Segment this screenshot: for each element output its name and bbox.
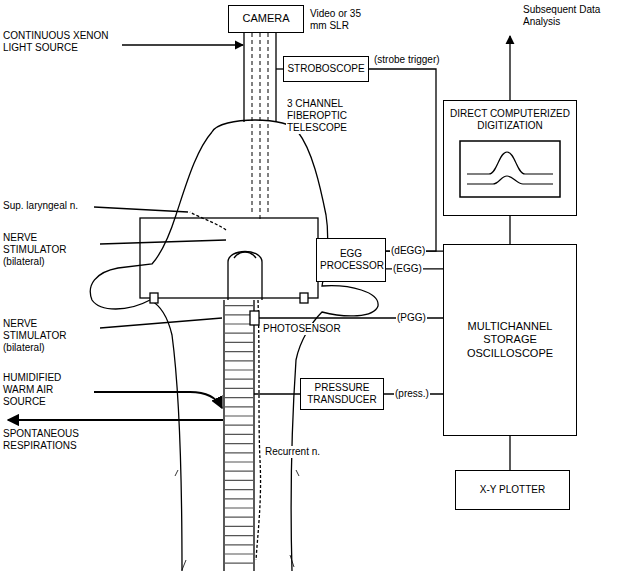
signal-line bbox=[509, 216, 510, 244]
box-label: PRESSURE TRANSDUCER bbox=[305, 382, 379, 406]
xenon-arrow bbox=[122, 44, 243, 45]
respiration-tube bbox=[8, 419, 223, 421]
trachea bbox=[224, 300, 254, 571]
head-left-outline bbox=[90, 132, 212, 571]
electrode bbox=[300, 293, 308, 303]
box-label: X-Y PLOTTER bbox=[480, 484, 545, 496]
text-label: (PGG) bbox=[396, 312, 427, 324]
text-label: HUMIDIFIED WARM AIR SOURCE bbox=[2, 372, 94, 408]
box-label: CAMERA bbox=[242, 12, 289, 25]
camera-box: CAMERA bbox=[228, 5, 304, 33]
sup-laryngeal-nerve bbox=[190, 212, 226, 230]
head-right-outline bbox=[291, 132, 378, 571]
text-label: CONTINUOUS XENON LIGHT SOURCE bbox=[2, 30, 122, 54]
photosensor bbox=[250, 311, 259, 325]
box-label: STROBOSCOPE bbox=[287, 63, 364, 75]
edge-label: (dEGG) bbox=[390, 245, 426, 257]
digitization-box: DIRECT COMPUTERIZED DIGITIZATION bbox=[443, 100, 577, 216]
signal-line bbox=[369, 69, 436, 251]
stroboscope-link bbox=[276, 68, 283, 69]
pressure-line bbox=[254, 393, 300, 394]
box-label: DIRECT COMPUTERIZED DIGITIZATION bbox=[448, 108, 572, 132]
text-label: PHOTOSENSOR bbox=[262, 323, 342, 335]
recurrent-nerve bbox=[256, 300, 261, 560]
edge-label: (strobe trigger) bbox=[373, 54, 441, 66]
transducer-box: PRESSURE TRANSDUCER bbox=[300, 378, 384, 410]
oscilloscope-box: MULTICHANNEL STORAGE OSCILLOSCOPE bbox=[443, 244, 577, 436]
processor-box: EGG PROCESSOR bbox=[316, 238, 386, 282]
text-label: NERVE STIMULATOR (bilateral) bbox=[2, 232, 100, 268]
signal-line bbox=[509, 436, 510, 470]
edge-label: (press.) bbox=[394, 388, 430, 400]
telescope-channels bbox=[252, 33, 268, 220]
text-label: Subsequent Data Analysis bbox=[522, 4, 604, 28]
air-inlet-tube bbox=[94, 392, 222, 408]
leader-line bbox=[94, 207, 188, 212]
stimulator-lead bbox=[100, 318, 222, 328]
fur-marks bbox=[175, 470, 299, 570]
larynx bbox=[228, 252, 262, 301]
text-label: SPONTANEOUS RESPIRATIONS bbox=[2, 428, 104, 452]
edge-label: (EGG) bbox=[392, 263, 423, 275]
box-label: EGG PROCESSOR bbox=[320, 248, 382, 272]
text-label: NERVE STIMULATOR (bilateral) bbox=[2, 318, 100, 354]
text-label: Recurrent n. bbox=[264, 446, 321, 458]
stimulator-lead bbox=[100, 240, 226, 244]
trachea-rings bbox=[225, 305, 253, 571]
analysis-arrow bbox=[509, 36, 510, 100]
text-label: 3 CHANNEL FIBEROPTIC TELESCOPE bbox=[286, 98, 378, 134]
plotter-box: X-Y PLOTTER bbox=[455, 470, 570, 510]
text-label: Sup. laryngeal n. bbox=[2, 200, 79, 212]
box-label: MULTICHANNEL STORAGE OSCILLOSCOPE bbox=[465, 320, 555, 360]
display-screen bbox=[459, 140, 561, 198]
text-label: Video or 35 mm SLR bbox=[309, 8, 373, 32]
stroboscope-box: STROBOSCOPE bbox=[283, 56, 369, 82]
electrode bbox=[150, 293, 158, 303]
epiglottis bbox=[234, 252, 256, 258]
